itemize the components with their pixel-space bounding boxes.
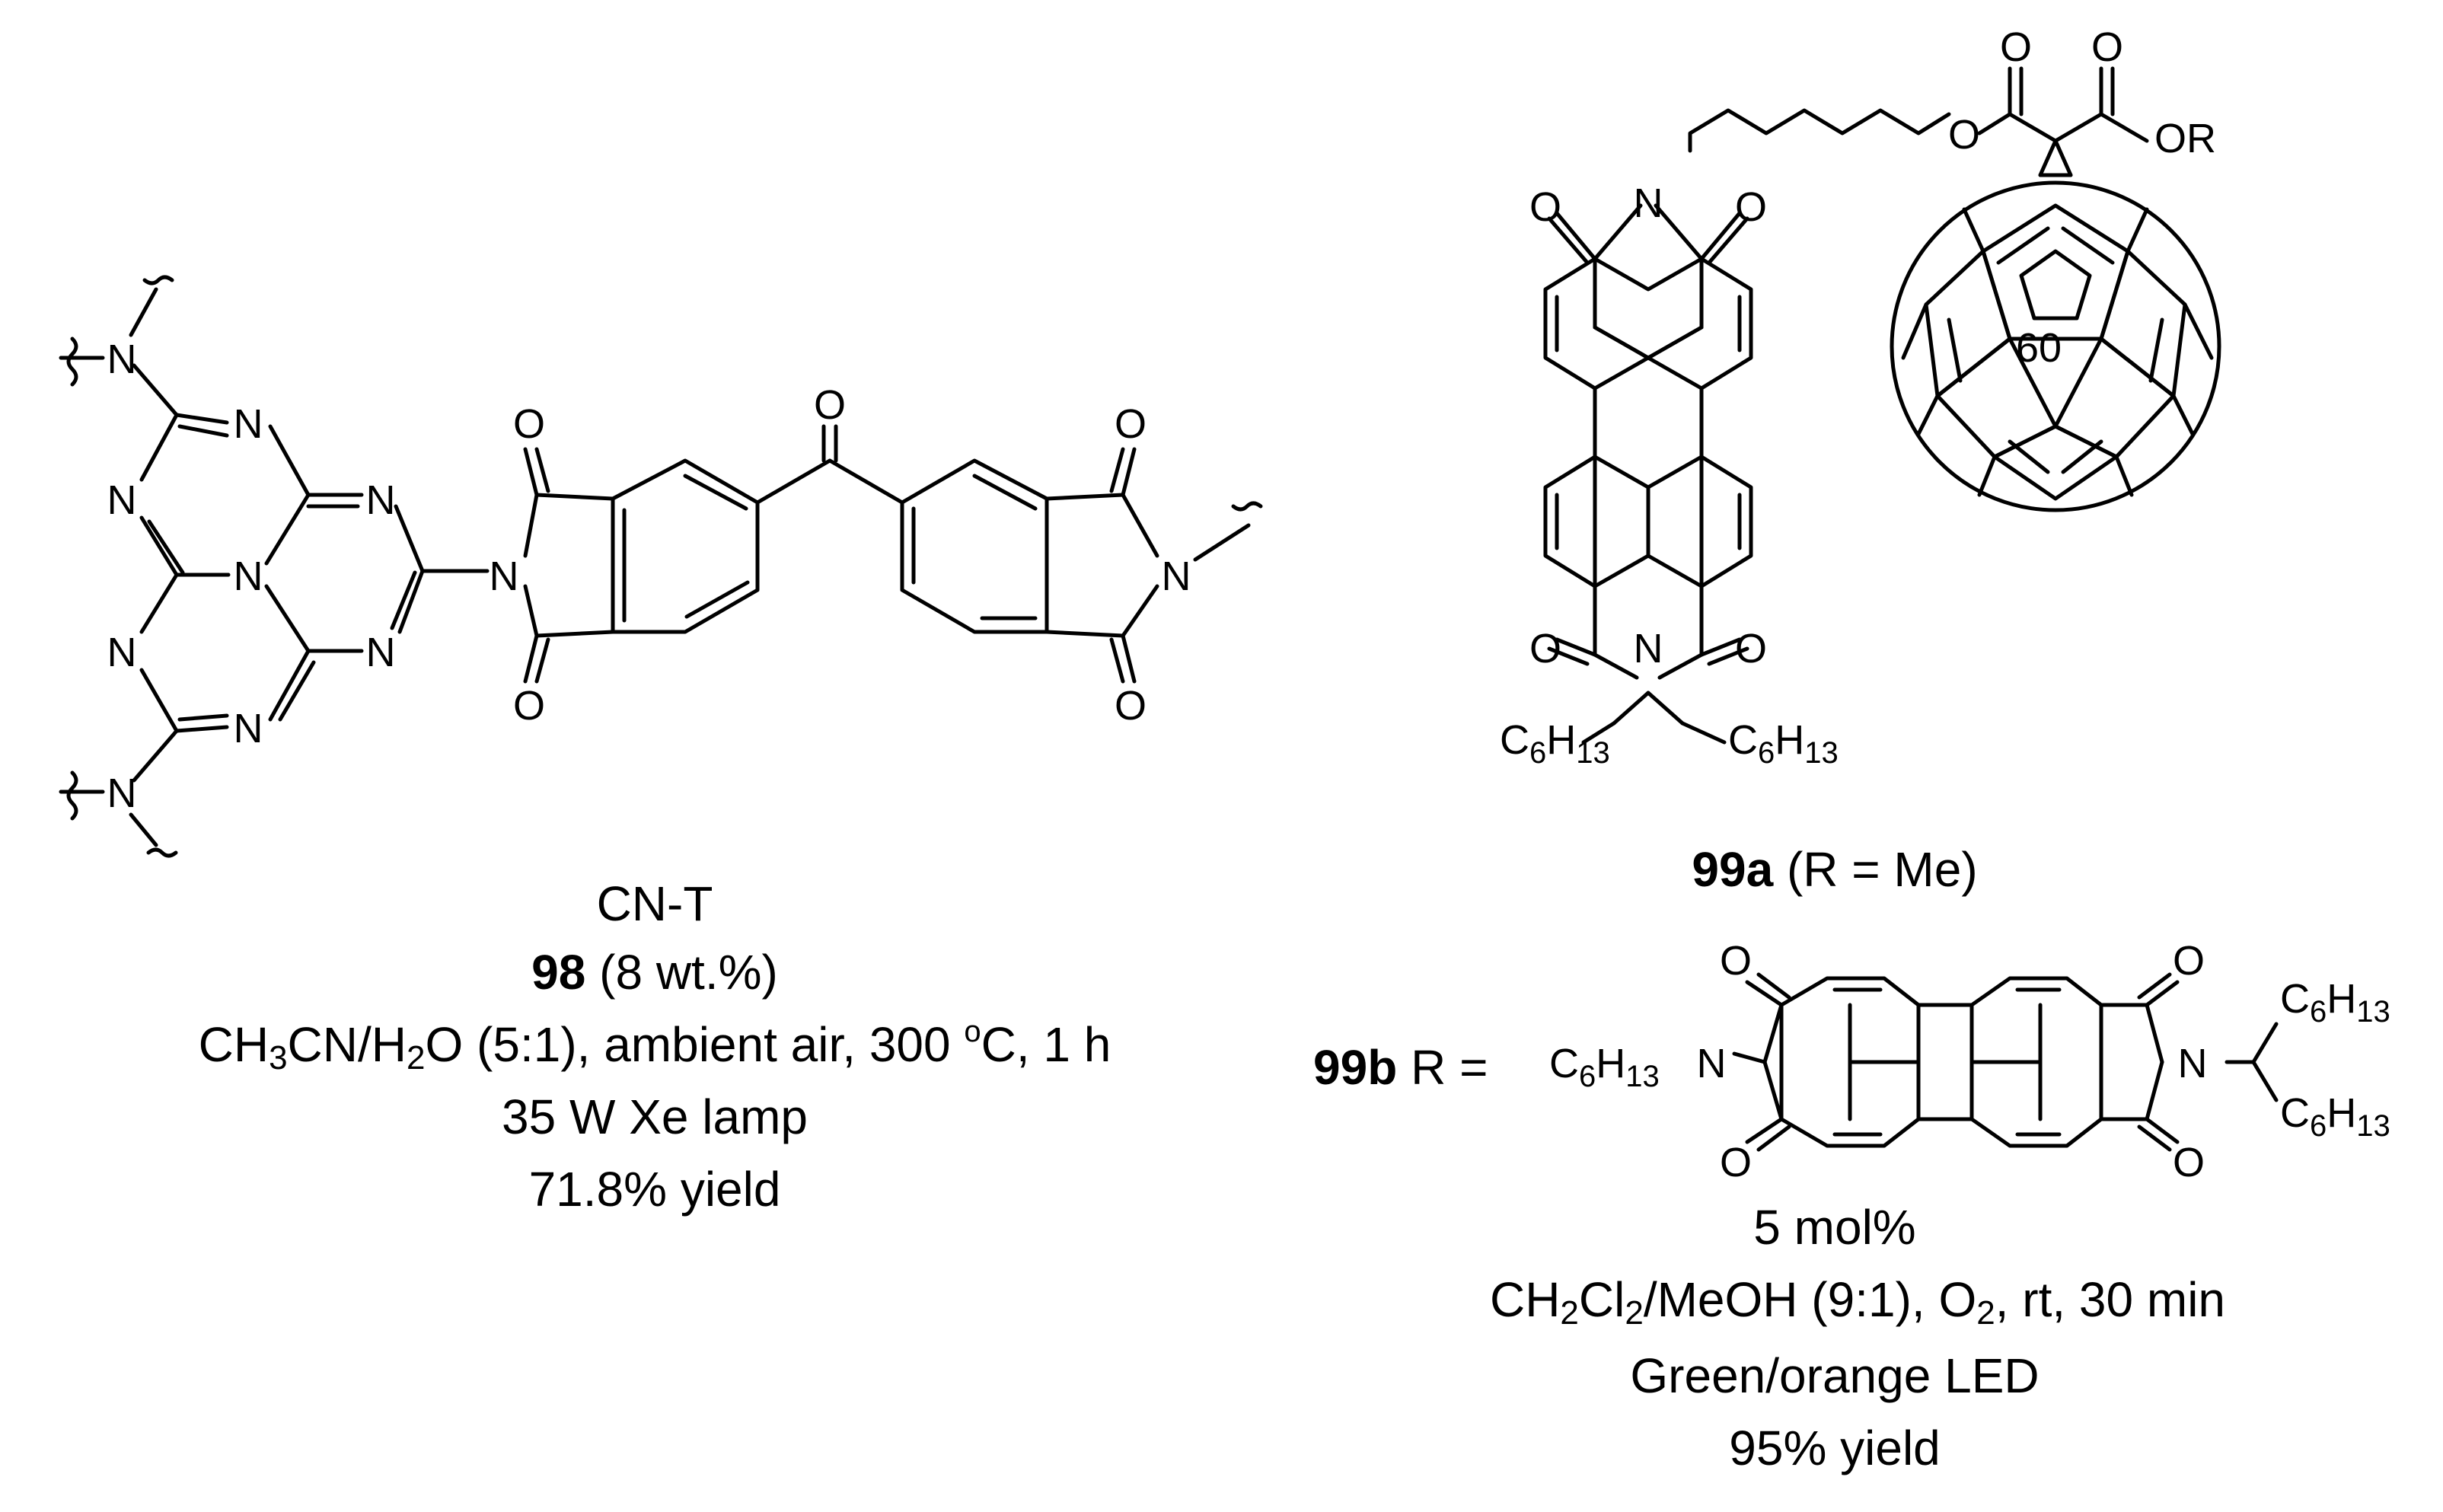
svg-text:O: O: [1735, 626, 1767, 671]
compound-99a-number: 99a: [1692, 842, 1774, 897]
svg-text:O: O: [1115, 401, 1147, 447]
svg-text:O: O: [1720, 1140, 1752, 1185]
svg-text:O: O: [814, 382, 846, 428]
compound-98-number: 98: [531, 945, 586, 1000]
compound-99b-label: 99b R =: [1313, 1043, 1557, 1092]
phthalimide-right: [900, 447, 1263, 684]
yield-99: 95% yield: [1729, 1421, 1941, 1475]
light-source-99: Green/orange LED: [1630, 1348, 2040, 1403]
svg-text:O: O: [1948, 112, 1980, 158]
compound-99a-label: 99a (R = Me): [1599, 845, 2071, 894]
heptazine-core: [132, 363, 490, 783]
svg-text:O: O: [1529, 626, 1561, 671]
ketone-bridge: [755, 424, 904, 505]
yield-98: 71.8% yield: [528, 1162, 781, 1217]
svg-text:O: O: [1529, 184, 1561, 230]
conditions-98: CH3CN/H2O (5:1), ambient air, 300 oC, 1 …: [198, 1015, 1111, 1077]
cn-t-name: CN-T: [596, 876, 713, 931]
svg-text:O: O: [1115, 683, 1147, 729]
compound-99b-note: R =: [1411, 1040, 1488, 1095]
c60-fullerene: [1890, 180, 2221, 512]
svg-text:C6H13: C6H13: [1728, 717, 1839, 770]
heptazine-atom-labels: N N N N N N N N N: [107, 337, 396, 816]
svg-text:C6H13: C6H13: [1500, 717, 1610, 770]
svg-text:N: N: [234, 553, 263, 599]
svg-text:C6H13: C6H13: [2280, 976, 2390, 1029]
compound-99a-note: (R = Me): [1786, 842, 1978, 897]
loading-99: 5 mol%: [1753, 1200, 1916, 1255]
svg-text:N: N: [366, 630, 396, 675]
svg-text:O: O: [513, 683, 545, 729]
svg-text:O: O: [2000, 24, 2032, 70]
svg-text:N: N: [107, 770, 137, 816]
svg-text:N: N: [1634, 180, 1663, 226]
svg-text:C6H13: C6H13: [1549, 1041, 1660, 1093]
svg-text:N: N: [2178, 1041, 2208, 1086]
hexyl-tether: [1688, 66, 2149, 177]
pdi-dyad-atom-labels: N O O N O O O O O OR 60 C6H13 C6H13: [1500, 24, 2216, 770]
pdi-perylene-core: [1543, 203, 1753, 745]
svg-text:O: O: [2173, 938, 2205, 984]
svg-text:O: O: [2173, 1140, 2205, 1185]
svg-text:O: O: [1735, 184, 1767, 230]
phthalimide-left: [523, 447, 760, 684]
compound-98-label: 98 (8 wt.%): [426, 948, 883, 997]
svg-text:N: N: [234, 706, 263, 751]
svg-text:N: N: [234, 401, 263, 447]
pdi-99b-structure: N N O O O O C6H13 C6H13 C6H13: [1549, 938, 2390, 1185]
svg-text:N: N: [366, 477, 396, 523]
svg-text:O: O: [1720, 938, 1752, 984]
svg-text:N: N: [1697, 1041, 1727, 1086]
compound-98-loading: (8 wt.%): [599, 945, 778, 1000]
svg-text:N: N: [1162, 553, 1191, 599]
svg-text:O: O: [513, 401, 545, 447]
svg-text:N: N: [490, 553, 519, 599]
svg-text:N: N: [107, 630, 137, 675]
svg-text:N: N: [1634, 626, 1663, 671]
compound-99b-number: 99b: [1313, 1040, 1398, 1095]
phthalimide-atom-labels: N O O O O O N: [490, 382, 1191, 729]
amine-linkages-wavy: [59, 275, 178, 858]
svg-text:O: O: [2091, 24, 2123, 70]
svg-text:N: N: [107, 337, 137, 382]
light-source-98: 35 W Xe lamp: [502, 1089, 808, 1144]
fullerene-c60-label: 60: [2016, 325, 2062, 371]
svg-text:C6H13: C6H13: [2280, 1090, 2390, 1143]
conditions-99: CH2Cl2/MeOH (9:1), O2, rt, 30 min: [1489, 1272, 2226, 1332]
svg-text:N: N: [107, 477, 137, 523]
svg-text:OR: OR: [2154, 116, 2216, 161]
